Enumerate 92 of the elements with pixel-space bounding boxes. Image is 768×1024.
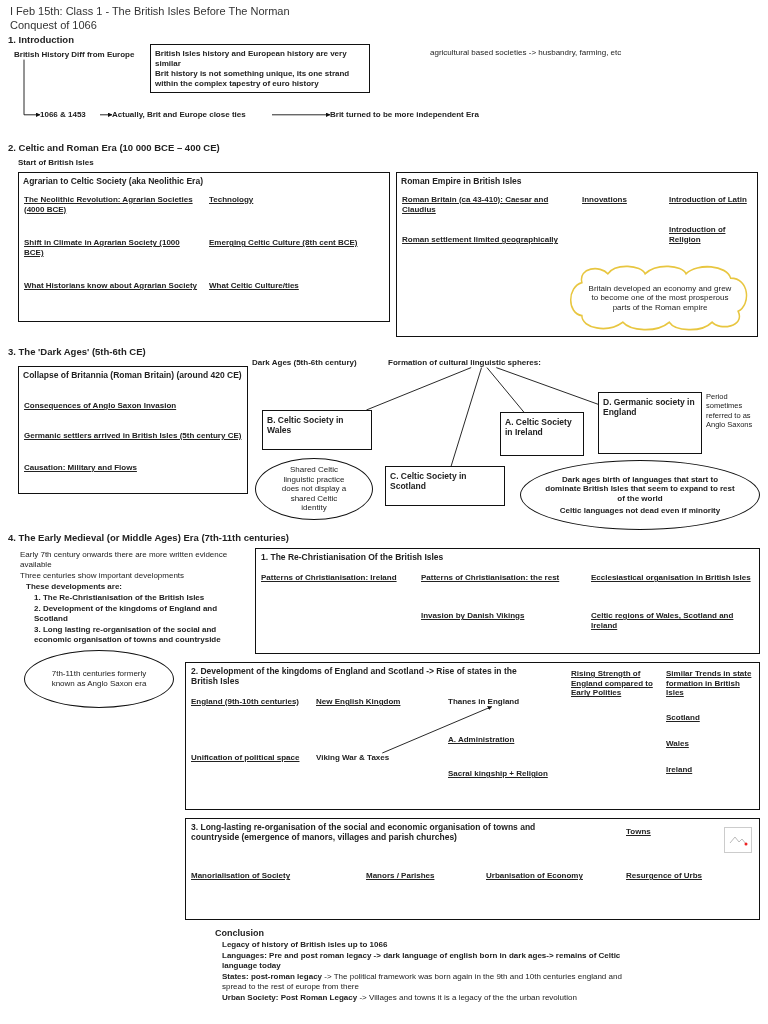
subheading: Roman Britain (ca 43-410): Caesar and Claudius bbox=[402, 195, 550, 215]
subheading: Scotland bbox=[666, 713, 701, 723]
box-heading: Roman Empire in British Isles bbox=[401, 176, 523, 187]
section-box bbox=[598, 392, 702, 454]
subheading: Rising Strength of England compared to Early Polities bbox=[571, 669, 654, 698]
section-box bbox=[385, 466, 505, 506]
subheading: Manors / Parishes bbox=[366, 871, 436, 881]
note-text: agricultural based societies -> husbandry, farming, etc bbox=[430, 48, 623, 58]
subheading: Introduction of Latin bbox=[669, 195, 748, 205]
subheading: Urbanisation of Economy bbox=[486, 871, 584, 881]
note-text: Dark ages birth of languages that start to dominate British Isles that seem to expand to rest of the world bbox=[545, 474, 735, 504]
section-box bbox=[185, 818, 760, 920]
subheading: The Neolithic Revolution: Agrarian Societies (4000 BCE) bbox=[24, 195, 194, 215]
subheading: Innovations bbox=[582, 195, 628, 205]
connector-line bbox=[450, 367, 482, 467]
page-title: I Feb 15th: Class 1 - The British Isles Before The Norman Conquest of 1066 bbox=[10, 5, 291, 33]
subheading: Ecclesiastical organisation in British Isles bbox=[591, 573, 752, 583]
note-text: States: post-roman legacy -> The political framework was born again in the 9th and 10th centuries england and spread to the rest of europe from there bbox=[222, 972, 623, 993]
box-heading: C. Celtic Society in Scotland bbox=[390, 471, 468, 492]
subheading: Towns bbox=[626, 827, 652, 837]
section-heading: 1. Introduction bbox=[8, 34, 75, 46]
box-heading: D. Germanic society in England bbox=[603, 397, 696, 418]
section-box bbox=[18, 172, 390, 322]
subheading: Consequences of Anglo Saxon Invasion bbox=[24, 401, 178, 411]
section-box bbox=[150, 44, 370, 94]
note-text: Britain developed an economy and grew to become one of the most prosperous parts of the Roman empire bbox=[587, 283, 733, 313]
note-text: 7th-11th centuries formerly known as Anglo Saxon era bbox=[50, 669, 148, 689]
text-heading: Viking War & Taxes bbox=[316, 753, 391, 763]
connector-line bbox=[486, 367, 525, 413]
note-text: Urban Society: Post Roman Legacy -> Villages and towns it is a legacy of the the urban revolution bbox=[222, 993, 578, 1004]
note-text: Celtic languages not dead even if minority bbox=[559, 505, 721, 516]
section-box bbox=[18, 366, 248, 494]
subheading: Manorialisation of Society bbox=[191, 871, 292, 881]
subheading: Patterns of Christianisation: the rest bbox=[421, 573, 561, 583]
note-text: Early 7th century onwards there are more written evidence available bbox=[20, 550, 229, 570]
section-box bbox=[396, 172, 758, 337]
box-heading: British Isles history and European history are very similar bbox=[155, 49, 348, 69]
subheading: Celtic regions of Wales, Scotland and Ireland bbox=[591, 611, 735, 631]
box-heading: Collapse of Britannia (Roman Britain) (around 420 CE) bbox=[23, 370, 243, 381]
box-heading: 1. The Re-Christianisation Of the British Isles bbox=[261, 552, 445, 563]
subheading: England (9th-10th centuries) bbox=[191, 697, 300, 707]
box-heading: B. Celtic Society in Wales bbox=[267, 415, 345, 436]
subheading: Emerging Celtic Culture (8th cent BCE) bbox=[209, 238, 359, 248]
subheading: Technology bbox=[209, 195, 255, 205]
subheading: Invasion by Danish Vikings bbox=[421, 611, 526, 621]
box-heading: Agrarian to Celtic Society (aka Neolithic Era) bbox=[23, 176, 204, 187]
text-heading: 1066 & 1453 bbox=[40, 110, 87, 120]
box-heading: A. Celtic Society in Ireland bbox=[505, 417, 573, 438]
subheading: Resurgence of Urbs bbox=[626, 871, 704, 881]
text-heading: Thanes in England bbox=[448, 697, 521, 707]
note-text: These developments are: bbox=[26, 582, 124, 592]
section-box bbox=[500, 412, 584, 456]
subheading: Unification of political space bbox=[191, 753, 301, 763]
text-heading: Actually, Brit and Europe close ties bbox=[112, 110, 247, 120]
subheading: Patterns of Christianisation: Ireland bbox=[261, 573, 398, 583]
box-heading: 2. Development of the kingdoms of England and Scotland -> Rise of states in the British Isles bbox=[191, 666, 518, 687]
subheading: Roman settlement limited geographically bbox=[402, 235, 560, 245]
picture-icon bbox=[724, 827, 752, 853]
connector-line bbox=[495, 367, 599, 405]
text-heading: Dark Ages (5th-6th century) bbox=[252, 358, 358, 368]
conclusion-heading: Conclusion bbox=[215, 928, 265, 940]
text-heading: Formation of cultural linguistic spheres: bbox=[388, 358, 542, 368]
section-box bbox=[255, 548, 760, 654]
box-heading: 3. Long-lasting re-organisation of the social and economic organisation of towns and countryside (emergence of manors, villages and parish churches) bbox=[191, 822, 537, 843]
note-text: 3. Long lasting re-organisation of the social and economic organisation of towns and countryside bbox=[34, 625, 222, 645]
subheading: What Historians know about Agrarian Society bbox=[24, 281, 199, 291]
text-heading: Start of British Isles bbox=[18, 158, 95, 168]
text-heading: Brit turned to be more independent Era bbox=[330, 110, 480, 120]
note-text: Languages: Pre and post roman legacy -> dark language of english born in dark ages-> remains of Celtic language today bbox=[222, 951, 622, 972]
subheading: Introduction of Religion bbox=[669, 225, 727, 245]
subheading: Brit history is not something unique, its one strand within the complex tapestry of euro history bbox=[155, 69, 351, 89]
note-text: 2. Development of the kingdoms of England and Scotland bbox=[34, 604, 219, 624]
subheading: A. Administration bbox=[448, 735, 516, 745]
note-text: Three centuries show important developments bbox=[20, 571, 186, 581]
section-heading: 3. The 'Dark Ages' (5th-6th CE) bbox=[8, 346, 147, 358]
note-text: Legacy of history of British isles up to 1066 bbox=[222, 940, 389, 951]
subheading: New English Kingdom bbox=[316, 697, 402, 707]
note-text: 1. The Re-Christianisation of the British Isles bbox=[34, 593, 206, 603]
subheading: Causation: Military and Flows bbox=[24, 463, 138, 473]
note-text: Shared Celtic linguistic practice does not display a shared Celtic identity bbox=[280, 465, 348, 513]
section-box bbox=[185, 662, 760, 810]
subheading: Ireland bbox=[666, 765, 694, 775]
subheading: Germanic settlers arrived in British Isles (5th century CE) bbox=[24, 431, 243, 441]
connector-line bbox=[365, 367, 472, 411]
section-heading: 4. The Early Medieval (or Middle Ages) Era (7th-11th centuries) bbox=[8, 532, 291, 544]
section-box bbox=[262, 410, 372, 450]
subheading: Wales bbox=[666, 739, 690, 749]
subheading: Shift in Climate in Agrarian Society (1000 BCE) bbox=[24, 238, 181, 258]
subheading: Similar Trends in state formation in British Isles bbox=[666, 669, 753, 698]
subheading: Sacral kingship + Religion bbox=[448, 769, 549, 779]
subheading: What Celtic Culture/ties bbox=[209, 281, 300, 291]
section-heading: 2. Celtic and Roman Era (10 000 BCE – 400 CE) bbox=[8, 142, 221, 154]
